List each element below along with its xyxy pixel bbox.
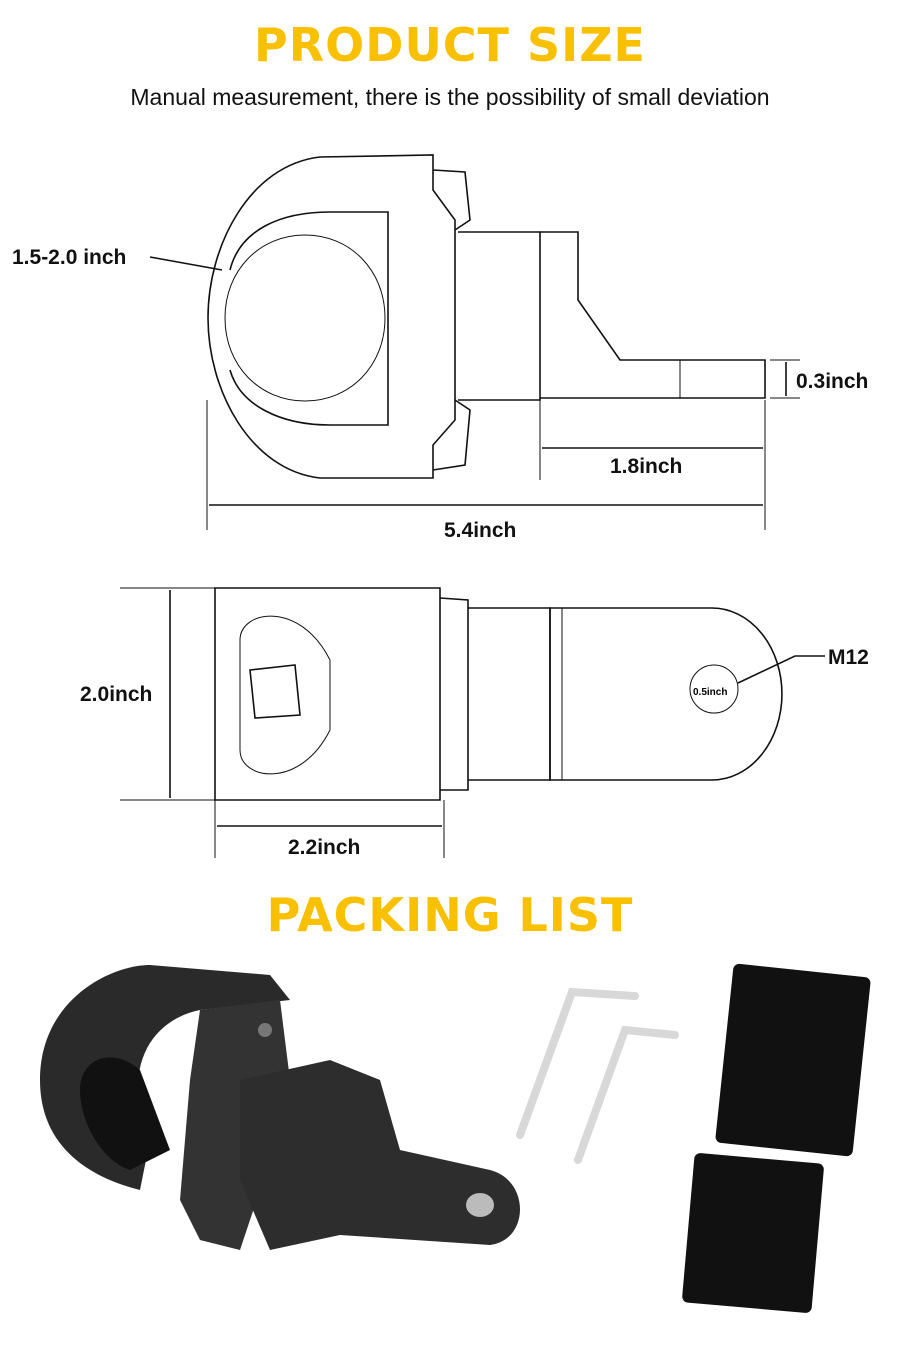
leader-line [149, 256, 223, 271]
total-length-label: 5.4inch [444, 519, 516, 542]
clamp-top-drawing: 0.5inch [214, 587, 783, 801]
packing-list-title: PACKING LIST [266, 888, 634, 942]
adhesive-pad-1 [715, 963, 871, 1157]
hole-diameter-label: 0.5inch [693, 687, 727, 698]
adhesive-pad-2 [682, 1153, 824, 1313]
clamp-diameter-label: 1.5-2.0 inch [12, 246, 126, 269]
clamp-mount-photo [40, 965, 520, 1250]
top-view-diagram: 0.5inch 2.0inch 2.2inch M12 [80, 587, 869, 859]
thickness-label: 0.3inch [796, 370, 868, 393]
m12-hole [689, 664, 739, 714]
arm-length-label: 1.8inch [610, 455, 682, 478]
subtitle: Manual measurement, there is the possibi… [130, 84, 770, 110]
hex-keys-photo [516, 987, 679, 1164]
width-label: 2.0inch [80, 683, 152, 706]
thread-label: M12 [828, 646, 869, 669]
page-title: PRODUCT SIZE [254, 18, 646, 72]
side-view-diagram: 1.5-2.0 inch 0.3inch 1.8inch 5.4inch [12, 154, 868, 542]
m12-leader [737, 655, 825, 684]
clamp-side-drawing [207, 154, 766, 479]
clamp-length-label: 2.2inch [288, 836, 360, 859]
packing-items [40, 963, 871, 1313]
